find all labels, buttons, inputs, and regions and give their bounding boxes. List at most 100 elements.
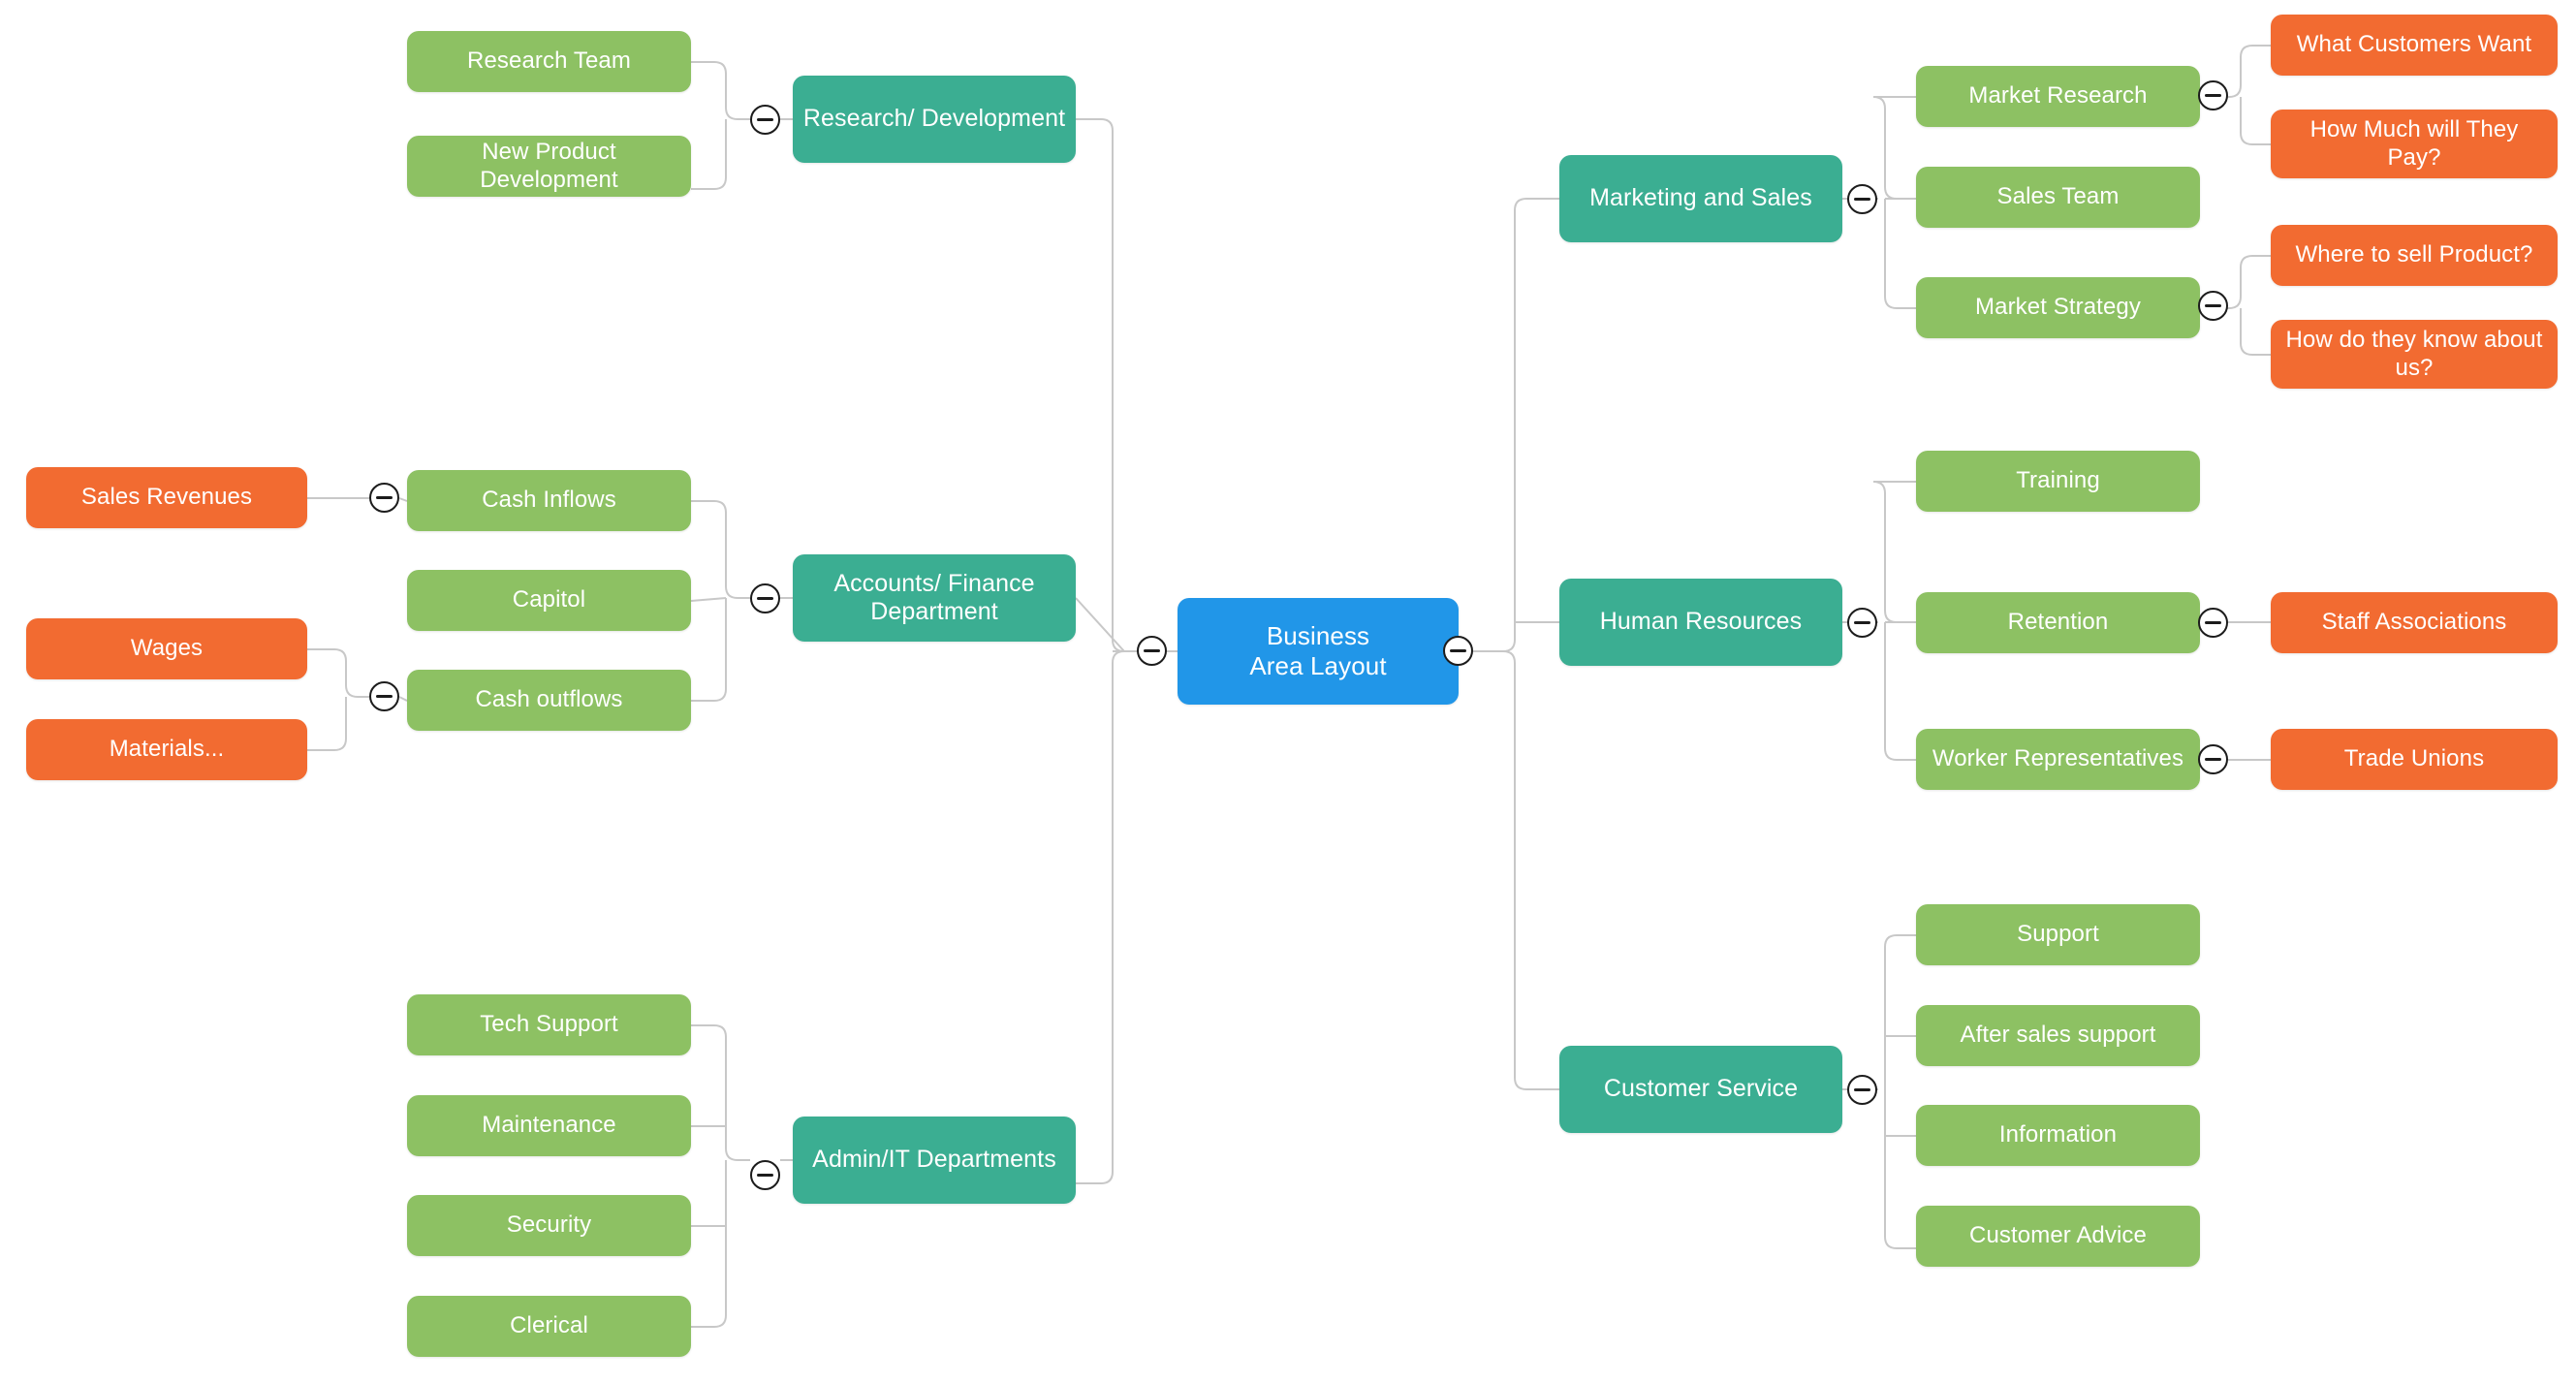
node-what-customers-want[interactable]: What Customers Want [2271,15,2558,76]
connector-line [1872,96,1916,200]
node-label: Cash Inflows [482,487,616,514]
node-training[interactable]: Training [1916,451,2200,512]
node-how-do-they-know-about-us[interactable]: How do they know about us? [2271,320,2558,389]
connector-line [691,61,750,120]
node-trade-unions[interactable]: Trade Unions [2271,729,2558,790]
toggle-root-left[interactable] [1137,636,1167,666]
connector-line [2240,97,2271,145]
node-label: What Customers Want [2296,31,2532,58]
connector-line [691,1125,727,1148]
connector-line [1076,118,1137,652]
node-materials[interactable]: Materials... [26,719,307,780]
toggle-customer-service[interactable] [1847,1075,1877,1105]
connector-line [1076,650,1125,1184]
node-human-resources[interactable]: Human Resources [1559,579,1842,666]
node-staff-associations[interactable]: Staff Associations [2271,592,2558,653]
connector-line [1884,1089,1916,1249]
node-label: Research/ Development [802,105,1066,133]
node-clerical[interactable]: Clerical [407,1296,691,1357]
node-sales-team[interactable]: Sales Team [1916,167,2200,228]
connector-line [691,118,728,190]
node-customer-advice[interactable]: Customer Advice [1916,1206,2200,1267]
node-tech-support[interactable]: Tech Support [407,994,691,1055]
node-retention[interactable]: Retention [1916,592,2200,653]
node-how-much-will-they-pay[interactable]: How Much will They Pay? [2271,110,2558,178]
toggle-market-research[interactable] [2198,80,2228,110]
toggle-market-strategy[interactable] [2198,291,2228,321]
connector-line [690,597,727,602]
connector-line [398,497,408,502]
node-label: Wages [130,635,204,662]
connector-line [1884,622,1916,761]
node-label: Customer Service [1603,1075,1799,1103]
node-new-product-development[interactable]: New Product Development [407,136,691,197]
node-customer-service[interactable]: Customer Service [1559,1046,1842,1133]
node-sales-revenues[interactable]: Sales Revenues [26,467,307,528]
node-label: Marketing and Sales [1589,184,1812,212]
node-label: Cash outflows [475,686,623,713]
toggle-human-resources[interactable] [1847,608,1877,638]
node-cash-inflows[interactable]: Cash Inflows [407,470,691,531]
toggle-cash-outflows[interactable] [369,681,399,711]
node-label: Capitol [512,586,586,613]
node-market-strategy[interactable]: Market Strategy [1916,277,2200,338]
node-label: After sales support [1960,1022,2156,1049]
node-security[interactable]: Security [407,1195,691,1256]
connector-line [1075,597,1125,652]
toggle-root-right[interactable] [1443,636,1473,666]
node-label: Research Team [467,47,631,75]
connector-line [691,1024,750,1161]
node-maintenance[interactable]: Maintenance [407,1095,691,1156]
node-after-sales-support[interactable]: After sales support [1916,1005,2200,1066]
node-label: Where to sell Product? [2295,241,2533,268]
node-where-to-sell-product[interactable]: Where to sell Product? [2271,225,2558,286]
toggle-marketing-sales[interactable] [1847,184,1877,214]
toggle-cash-inflows[interactable] [369,483,399,513]
connector-line [1459,650,1559,1090]
node-label: Admin/IT Departments [812,1146,1056,1174]
node-wages[interactable]: Wages [26,618,307,679]
node-label: Support [2017,921,2099,948]
toggle-retention[interactable] [2198,608,2228,638]
node-label: Materials... [109,736,225,763]
node-label: New Product Development [480,139,618,193]
node-label: Maintenance [482,1112,616,1139]
node-cash-outflows[interactable]: Cash outflows [407,670,691,731]
node-market-research[interactable]: Market Research [1916,66,2200,127]
connector-line [691,1159,728,1328]
node-label: Human Resources [1599,608,1803,636]
node-support[interactable]: Support [1916,904,2200,965]
connector-line [691,597,728,702]
node-label: Retention [2007,609,2109,636]
node-label: Sales Revenues [80,484,253,511]
node-capitol[interactable]: Capitol [407,570,691,631]
node-label: Accounts/ Finance Department [833,569,1035,626]
node-label: Customer Advice [1969,1222,2147,1249]
node-label: Sales Team [1996,183,2120,210]
node-label: Clerical [510,1312,588,1339]
node-accounts-finance[interactable]: Accounts/ Finance Department [793,554,1076,642]
node-research-development[interactable]: Research/ Development [793,76,1076,163]
node-label: Trade Unions [2343,745,2485,772]
toggle-worker-representatives[interactable] [2198,744,2228,774]
connector-line [307,648,369,698]
connector-line [307,697,347,751]
node-label: Market Strategy [1975,294,2141,321]
node-information[interactable]: Information [1916,1105,2200,1166]
node-admin-it-departments[interactable]: Admin/IT Departments [793,1117,1076,1204]
node-label: Training [2016,467,2100,494]
node-worker-representatives[interactable]: Worker Representatives [1916,729,2200,790]
toggle-accounts-finance[interactable] [750,583,780,613]
toggle-research-development[interactable] [750,105,780,135]
node-marketing-and-sales[interactable]: Marketing and Sales [1559,155,1842,242]
connector-line [691,1172,727,1227]
toggle-admin-it[interactable] [750,1160,780,1190]
node-label: Worker Representatives [1932,745,2184,772]
node-label: How do they know about us? [2285,327,2543,381]
node-label: Security [506,1211,592,1239]
node-research-team[interactable]: Research Team [407,31,691,92]
connector-line [691,500,750,599]
connector-line [2240,308,2271,356]
